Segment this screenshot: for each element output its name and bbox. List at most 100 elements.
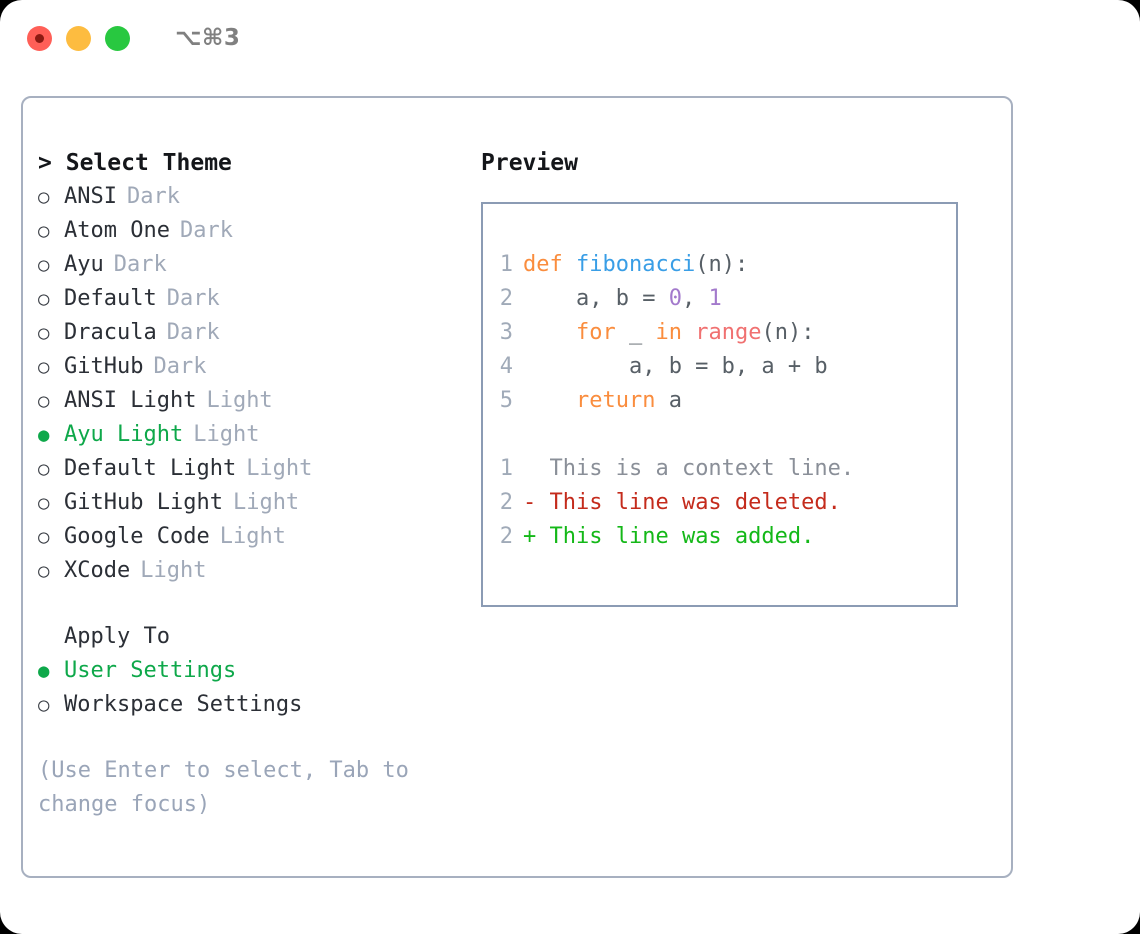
code-line-content: return a: [523, 384, 682, 418]
code-line-content: a, b = 0, 1: [523, 282, 722, 316]
diff-line-content: + This line was added.: [523, 520, 814, 554]
code-token: [682, 320, 695, 345]
theme-name: XCode: [64, 558, 131, 583]
preview-title: Preview: [481, 150, 578, 176]
diff-marker: +: [523, 524, 537, 549]
code-line: 5 return a: [483, 384, 956, 418]
diff-line-content: This is a context line.: [523, 452, 854, 486]
theme-variant-badge: Dark: [179, 218, 233, 243]
diff-text: This line was deleted.: [536, 490, 841, 515]
theme-name: Default: [64, 286, 157, 311]
code-token: 1: [708, 286, 722, 311]
theme-name: Ayu: [64, 252, 104, 277]
radio-unselected-icon: ○: [38, 356, 50, 378]
code-token: [523, 388, 576, 413]
code-line: 2 a, b = 0, 1: [483, 282, 956, 316]
theme-name: Default Light: [64, 456, 237, 481]
line-number: 2: [499, 490, 513, 515]
theme-name: Dracula: [64, 320, 157, 345]
traffic-light-group: [27, 25, 130, 51]
code-token: fibonacci: [575, 252, 696, 277]
diff-marker: -: [523, 490, 537, 515]
radio-selected-icon: ●: [38, 660, 50, 682]
theme-name: Atom One: [64, 218, 170, 243]
close-window-button[interactable]: [27, 25, 52, 51]
theme-variant-badge: Light: [232, 490, 300, 515]
line-number: 4: [499, 354, 513, 379]
apply-to-label: Workspace Settings: [64, 692, 303, 717]
radio-unselected-icon: ○: [38, 220, 50, 242]
code-diff-separator: [483, 418, 956, 452]
code-token: 0: [668, 286, 682, 311]
code-token: ,: [681, 286, 709, 311]
code-token: a, b =: [523, 286, 669, 311]
theme-list-item[interactable]: ○ Google Code Light: [38, 520, 468, 554]
code-token: a: [655, 388, 682, 413]
code-token: range: [695, 320, 762, 345]
radio-unselected-icon: ○: [38, 560, 50, 582]
theme-name: GitHub: [64, 354, 144, 379]
window-shortcut-label: ⌥⌘3: [175, 25, 241, 51]
radio-unselected-icon: ○: [38, 390, 50, 412]
theme-variant-badge: Light: [140, 558, 207, 583]
line-number: 1: [499, 252, 513, 277]
theme-name: Google Code: [64, 524, 210, 549]
theme-list-item[interactable]: ○ Atom One Dark: [38, 214, 468, 248]
apply-to-label: User Settings: [64, 658, 237, 683]
theme-list-item[interactable]: ○ XCode Light: [38, 554, 468, 588]
diff-line: 2+ This line was added.: [483, 520, 956, 554]
theme-name: Ayu Light: [64, 422, 184, 447]
apply-to-item[interactable]: ○ Workspace Settings: [38, 688, 468, 722]
radio-selected-icon: ●: [38, 424, 50, 446]
theme-variant-badge: Dark: [166, 286, 220, 311]
apply-to-item[interactable]: ● User Settings: [38, 654, 468, 688]
line-number: 3: [499, 320, 513, 345]
select-theme-heading: > Select Theme: [38, 146, 468, 180]
apply-to-heading: Apply To: [64, 624, 170, 649]
diff-sample: 1 This is a context line.2- This line wa…: [483, 452, 956, 554]
diff-text: This line was added.: [536, 524, 815, 549]
diff-text: This is a context line.: [536, 456, 855, 481]
code-token: in: [655, 320, 682, 345]
code-token: return: [575, 388, 656, 413]
radio-unselected-icon: ○: [38, 458, 50, 480]
code-line: 1 def fibonacci(n):: [483, 248, 956, 282]
title-bar: ⌥⌘3: [0, 0, 1140, 76]
help-text: (Use Enter to select, Tab to change focu…: [38, 758, 423, 817]
code-token: (n):: [761, 320, 815, 345]
code-line: 3 for _ in range(n):: [483, 316, 956, 350]
radio-unselected-icon: ○: [38, 322, 50, 344]
radio-unselected-icon: ○: [38, 492, 50, 514]
code-token: [523, 320, 576, 345]
code-line-content: def fibonacci(n):: [523, 248, 748, 282]
maximize-window-button[interactable]: [105, 25, 130, 51]
line-number: 2: [499, 286, 513, 311]
code-token: (n):: [695, 252, 749, 277]
code-line-content: for _ in range(n):: [523, 316, 814, 350]
code-token: _: [615, 320, 656, 345]
diff-marker: [523, 456, 536, 481]
theme-variant-badge: Light: [219, 524, 286, 549]
code-token: def: [523, 252, 576, 277]
radio-unselected-icon: ○: [38, 186, 50, 208]
minimize-window-button[interactable]: [66, 25, 91, 51]
radio-unselected-icon: ○: [38, 526, 50, 548]
radio-unselected-icon: ○: [38, 694, 50, 716]
code-token: a, b = b, a + b: [523, 354, 828, 379]
apply-to-list: ● User Settings ○ Workspace Settings: [38, 654, 468, 722]
